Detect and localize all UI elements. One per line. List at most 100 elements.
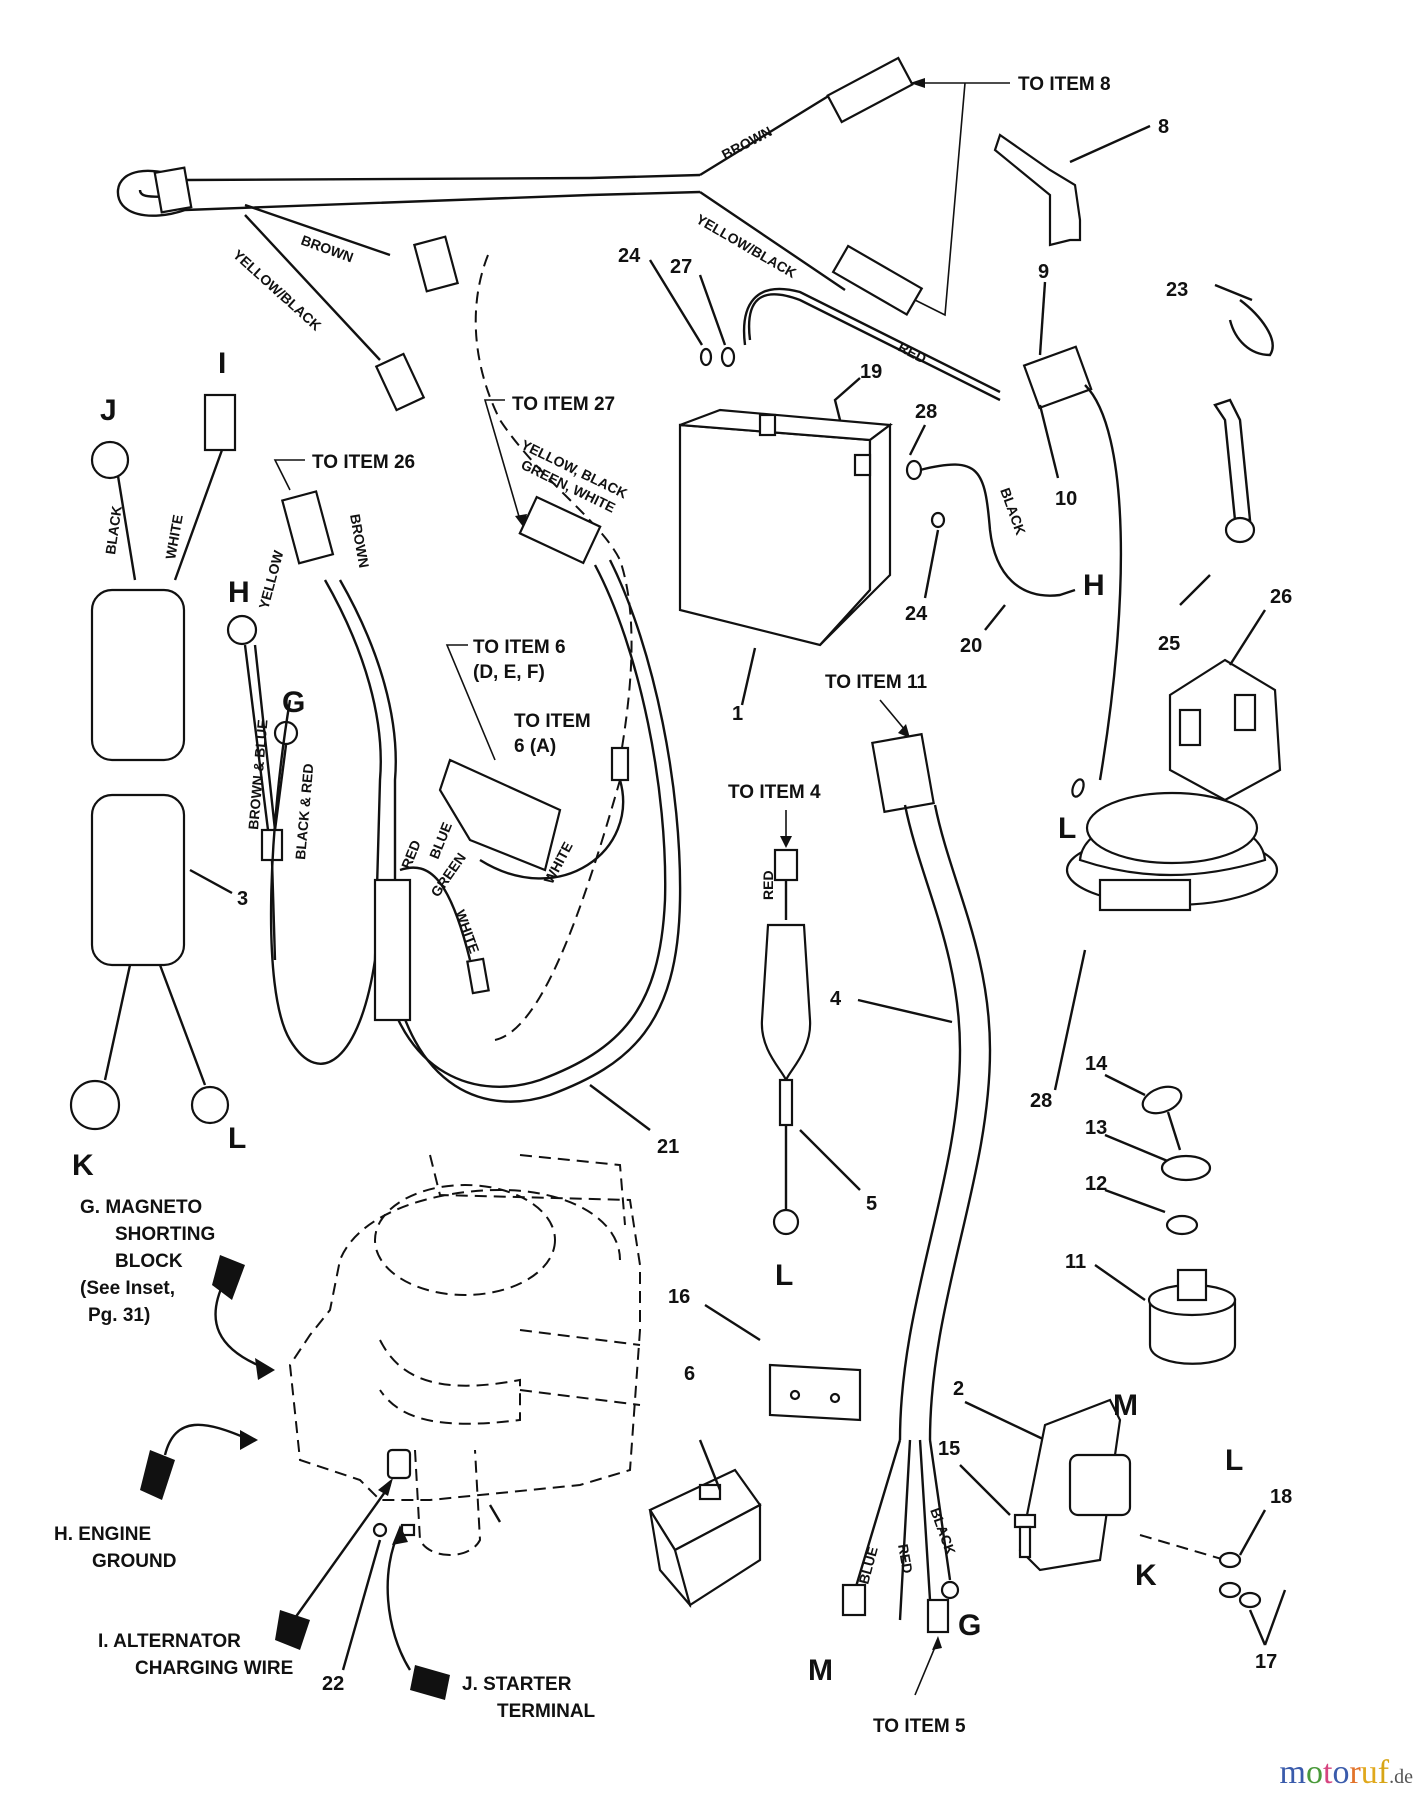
label-j-starter: TERMINAL <box>497 1701 596 1722</box>
part-number: 10 <box>1055 488 1077 510</box>
part-number: 6 <box>684 1363 695 1385</box>
battery-hardware: 24 27 19 28 24 <box>618 245 946 625</box>
terminal-letter: H <box>1083 569 1105 602</box>
label-g-magneto: BLOCK <box>115 1251 183 1272</box>
part-number: 15 <box>938 1438 960 1460</box>
callout-text: TO ITEM 26 <box>312 452 415 473</box>
terminal-letter: K <box>1135 1559 1157 1592</box>
callout-text: TO ITEM 11 <box>825 672 928 693</box>
part-item-25: 25 <box>1158 398 1256 655</box>
part-item-4: TO ITEM 11 4 BLACK BLUE RED G M TO ITEM … <box>808 672 992 1737</box>
part-number: 9 <box>1038 261 1049 283</box>
part-number: 1 <box>732 703 743 725</box>
callout-text: TO ITEM <box>514 711 591 732</box>
terminal-letter: H <box>228 576 250 609</box>
part-number: 22 <box>322 1673 344 1695</box>
engine-labels: G. MAGNETO SHORTING BLOCK (See Inset, Pg… <box>54 1197 596 1722</box>
part-item-16: 16 <box>668 1286 862 1422</box>
label-g-magneto: G. MAGNETO <box>80 1197 202 1218</box>
wire-label-red: RED <box>895 1543 916 1575</box>
part-number: 11 <box>1065 1251 1086 1273</box>
part-item-21: TO ITEM 26 YELLOW BROWN TO ITEM 27 YELLO… <box>255 394 682 1158</box>
wire-label-black: BLACK <box>927 1506 959 1558</box>
label-h-ground: H. ENGINE <box>54 1524 151 1545</box>
part-item-3: J I BLACK WHITE K L 3 <box>69 347 248 1182</box>
part-number: 17 <box>1255 1651 1277 1673</box>
part-number: 26 <box>1270 586 1292 608</box>
terminal-letter: G <box>282 686 305 719</box>
wire-label-blue: BLUE <box>426 820 455 861</box>
part-number: 24 <box>618 245 641 267</box>
callout-text: TO ITEM 5 <box>873 1716 966 1737</box>
label-g-magneto: SHORTING <box>115 1224 215 1245</box>
wire-label-brown: BROWN <box>299 232 356 266</box>
watermark-letter: t <box>1323 1754 1333 1791</box>
label-g-magneto: Pg. 31) <box>88 1305 150 1326</box>
watermark-letter: o <box>1332 1754 1350 1791</box>
terminal-letter: I <box>218 347 226 380</box>
watermark-suffix: .de <box>1389 1766 1413 1788</box>
label-h-ground: GROUND <box>92 1551 176 1572</box>
wire-label-yellow-black: YELLOW/BLACK <box>230 246 325 333</box>
wire-label-black: BLACK <box>102 505 125 556</box>
part-number: 12 <box>1085 1173 1107 1195</box>
watermark-letter: o <box>1306 1754 1323 1791</box>
part-number: 27 <box>670 256 692 278</box>
part-number: 24 <box>905 603 928 625</box>
wire-label-yellow: YELLOW <box>255 548 286 611</box>
terminal-letter: L <box>1058 812 1076 845</box>
switch-bracket-assembly: 2 M L K 15 18 17 <box>938 1378 1292 1673</box>
terminal-letter: M <box>1113 1389 1138 1422</box>
part-number: 8 <box>1158 116 1169 138</box>
terminal-letter: L <box>1225 1444 1243 1477</box>
part-number: 25 <box>1158 633 1180 655</box>
label-j-starter: J. STARTER <box>462 1674 572 1695</box>
part-number: 5 <box>866 1193 877 1215</box>
wire-label-brown: BROWN <box>719 123 775 163</box>
part-item-6: 6 <box>648 1363 762 1608</box>
part-number: 18 <box>1270 1486 1292 1508</box>
terminal-letter: G <box>958 1609 981 1642</box>
watermark-letter: f <box>1377 1754 1390 1791</box>
part-number: 3 <box>237 888 248 910</box>
wire-label-white: WHITE <box>162 513 186 560</box>
key-switch-assembly: 14 13 12 11 <box>1065 1053 1237 1365</box>
callout-text: TO ITEM 6 <box>473 637 566 658</box>
part-number: 16 <box>668 1286 690 1308</box>
wire-label-black: BLACK <box>997 486 1029 538</box>
wire-label-red: RED <box>760 870 776 900</box>
part-number: 28 <box>915 401 937 423</box>
terminal-letter: J <box>100 394 117 427</box>
engine-outline: 22 <box>288 1154 641 1695</box>
wire-label-white: WHITE <box>452 908 482 956</box>
wire-label-brown: BROWN <box>347 513 372 569</box>
callout-text: TO ITEM 4 <box>728 782 821 803</box>
part-item-1-battery: 1 <box>678 408 893 725</box>
label-g-magneto: (See Inset, <box>80 1278 175 1299</box>
watermark-letter: r <box>1349 1754 1361 1791</box>
part-item-8: 8 <box>993 116 1169 247</box>
terminal-letter: K <box>72 1149 94 1182</box>
harness-item-7 <box>116 56 924 761</box>
callout-text: TO ITEM 8 <box>1018 74 1111 95</box>
terminal-letter: L <box>775 1259 793 1292</box>
label-i-alternator: CHARGING WIRE <box>135 1658 293 1679</box>
label-i-alternator: I. ALTERNATOR <box>98 1631 241 1652</box>
wire-label-yellow-black: YELLOW/BLACK <box>694 211 800 281</box>
part-number: 23 <box>1166 279 1188 301</box>
watermark-logo: motoruf.de <box>1280 1754 1413 1792</box>
part-item-26: 28 <box>1030 791 1279 1112</box>
part-number: 28 <box>1030 1090 1052 1112</box>
callout-text: (D, E, F) <box>473 662 545 683</box>
wire-label-red: RED <box>398 838 424 871</box>
part-number: 21 <box>657 1136 679 1158</box>
watermark-letter: u <box>1360 1754 1378 1791</box>
callout-to-item-8: TO ITEM 8 <box>910 74 1111 317</box>
part-number: 2 <box>953 1378 964 1400</box>
part-item-27: 26 <box>1168 586 1292 802</box>
terminal-letter: L <box>228 1122 246 1155</box>
part-item-5: TO ITEM 4 RED L 5 <box>728 782 877 1292</box>
part-number: 19 <box>860 361 882 383</box>
part-number: 13 <box>1085 1117 1107 1139</box>
